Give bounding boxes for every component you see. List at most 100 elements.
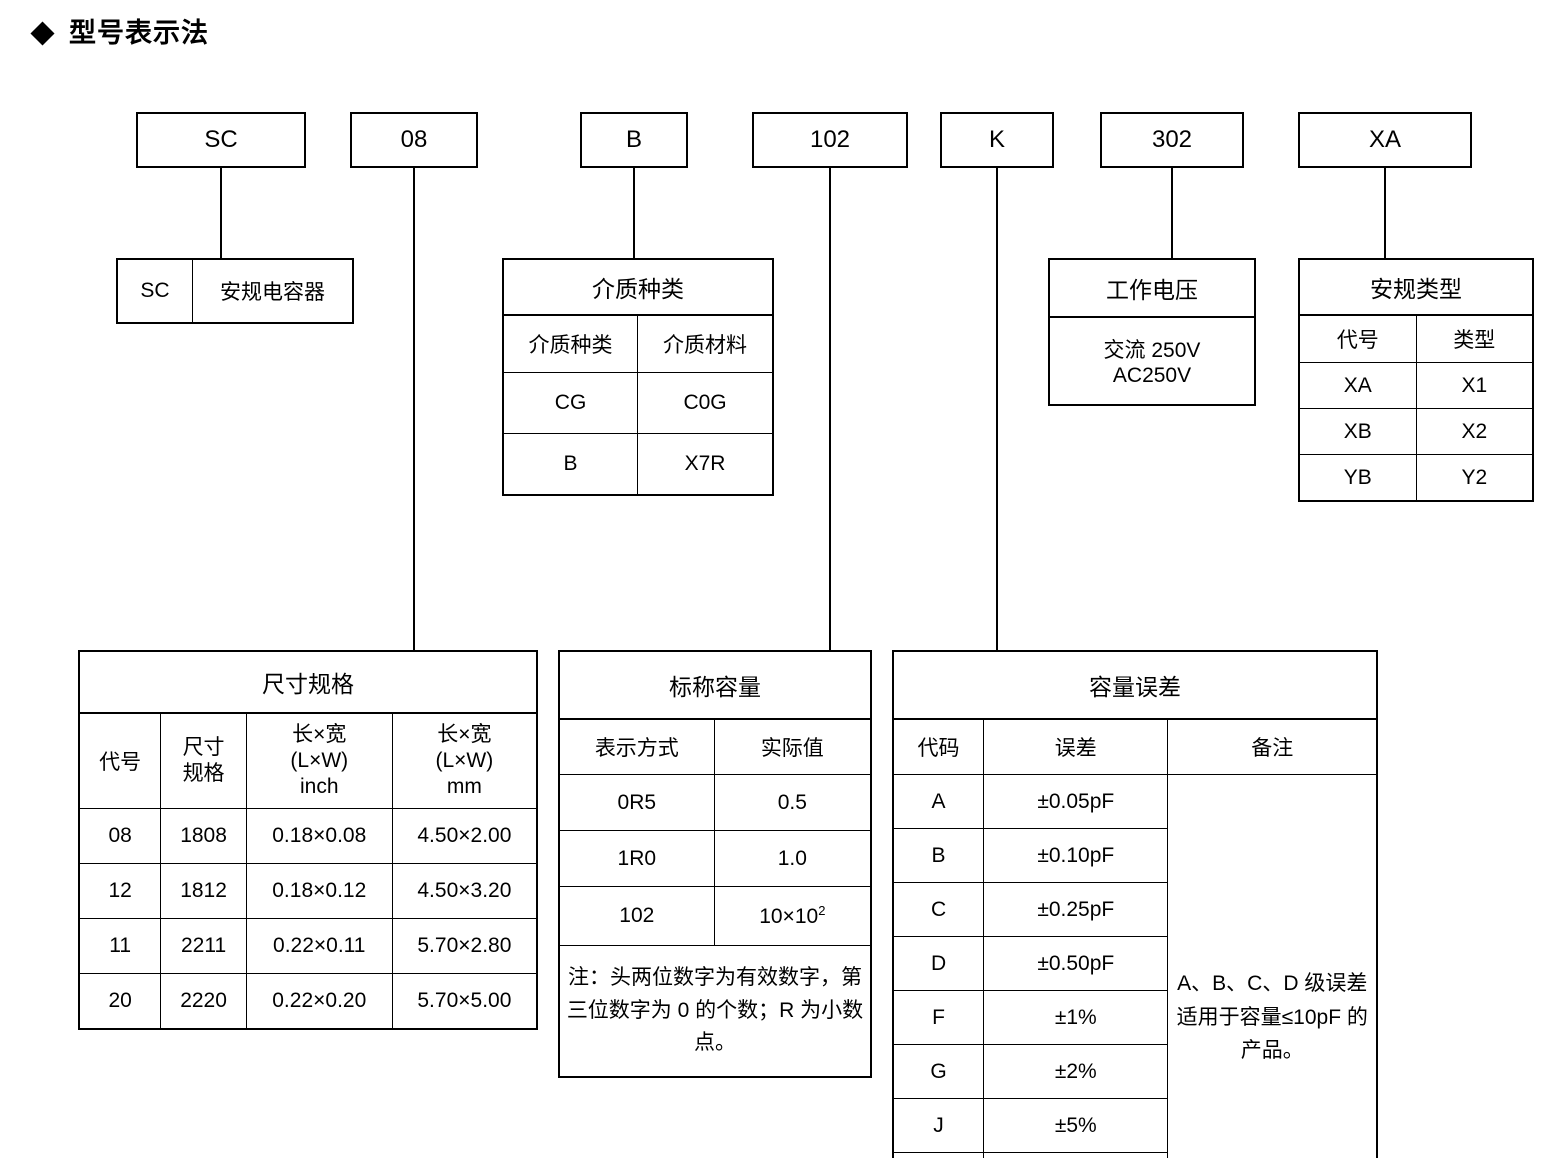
size-cell-code-20: 20 — [78, 973, 162, 1030]
safety-cell-code-xa: XA — [1298, 362, 1417, 409]
table-row: 注：头两位数字为有效数字，第三位数字为 0 的个数；R 为小数点。 — [558, 945, 872, 1078]
size-header-code-l1: 代号 — [99, 751, 142, 774]
tolerance-cell-value-c: ±0.25pF — [983, 882, 1169, 937]
code-box-capacitance: 102 — [752, 112, 908, 168]
table-row: 尺寸规格 — [78, 650, 538, 714]
capacitance-cell-value-1r0: 1.0 — [713, 830, 872, 887]
table-row: 介质种类 — [502, 258, 774, 316]
tolerance-cell-code-d: D — [892, 936, 985, 991]
tolerance-header-code: 代码 — [892, 718, 985, 775]
table-row: 20 2220 0.22×0.20 5.70×5.00 — [78, 973, 538, 1030]
table-row: 08 1808 0.18×0.08 4.50×2.00 — [78, 808, 538, 864]
connector-tolerance — [996, 168, 998, 652]
size-header-mm-l1: 长×宽 — [437, 722, 492, 746]
dielectric-cell-material-x7r: X7R — [637, 433, 774, 496]
capacitance-header-notation: 表示方式 — [558, 718, 715, 775]
table-row: 介质种类 介质材料 — [502, 314, 774, 373]
size-header-mm-l3: mm — [446, 775, 482, 799]
table-row: K ±10% — [892, 1152, 1377, 1158]
tolerance-header-tolerance: 误差 — [983, 718, 1169, 775]
size-cell-mm-20: 5.70×5.00 — [391, 973, 538, 1030]
tolerance-remark: A、B、C、D 级误差适用于容量≤10pF 的产品。 — [1167, 774, 1378, 1158]
tolerance-cell-value-g: ±2% — [983, 1044, 1169, 1099]
dielectric-cell-type-cg: CG — [502, 372, 639, 434]
tolerance-cell-code-b: B — [892, 828, 985, 883]
size-spec-table: 尺寸规格 代号 尺寸 规格 长×宽 (L×W) inch 长×宽 (L×W) m… — [78, 650, 538, 1030]
size-cell-spec-2211: 2211 — [160, 918, 247, 974]
connector-size — [413, 168, 415, 652]
tolerance-cell-code-a: A — [892, 774, 985, 829]
connector-capacitance — [829, 168, 831, 652]
capacitance-header-actual: 实际值 — [713, 718, 872, 775]
table-row: B ±0.10pF — [892, 828, 1377, 883]
code-box-series: SC — [136, 112, 306, 168]
connector-voltage — [1171, 168, 1173, 258]
table-row: D ±0.50pF — [892, 936, 1377, 991]
voltage-value-line2: AC250V — [1112, 364, 1192, 387]
capacitance-note: 注：头两位数字为有效数字，第三位数字为 0 的个数；R 为小数点。 — [558, 945, 872, 1078]
size-cell-inch-12: 0.18×0.12 — [245, 863, 393, 919]
size-cell-mm-12: 4.50×3.20 — [391, 863, 538, 919]
table-row: 代码 误差 备注 — [892, 718, 1378, 775]
table-row: 代号 尺寸 规格 长×宽 (L×W) inch 长×宽 (L×W) mm — [78, 712, 538, 809]
capacitance-value-102-base: 10×10 — [759, 905, 819, 928]
table-row: 安规类型 — [1298, 258, 1534, 316]
size-header-inch-l3: inch — [300, 775, 339, 799]
tolerance-cell-code-c: C — [892, 882, 985, 937]
table-row: 表示方式 实际值 — [558, 718, 872, 775]
size-cell-inch-08: 0.18×0.08 — [245, 808, 393, 864]
size-header-inch-l1: 长×宽 — [292, 722, 347, 746]
size-header-mm-l2: (L×W) — [435, 748, 494, 772]
table-row: 102 10×102 — [558, 886, 872, 946]
size-cell-code-08: 08 — [78, 808, 162, 864]
size-cell-spec-1812: 1812 — [160, 863, 247, 919]
safety-type-table: 安规类型 代号 类型 XA X1 XB X2 YB Y2 — [1298, 258, 1534, 502]
capacitance-table: 标称容量 表示方式 实际值 0R5 0.5 1R0 1.0 102 10×102… — [558, 650, 872, 1078]
capacitance-cell-code-102: 102 — [558, 886, 715, 946]
size-cell-spec-1808: 1808 — [160, 808, 247, 864]
table-row: G ±2% — [892, 1044, 1377, 1099]
safety-header-code: 代号 — [1298, 314, 1417, 363]
safety-cell-code-xb: XB — [1298, 408, 1417, 455]
safety-cell-type-y2: Y2 — [1415, 454, 1534, 502]
tolerance-table-title: 容量误差 — [892, 650, 1378, 720]
size-cell-code-11: 11 — [78, 918, 162, 974]
safety-cell-type-x1: X1 — [1415, 362, 1534, 409]
table-row: 11 2211 0.22×0.11 5.70×2.80 — [78, 918, 538, 974]
voltage-table: 工作电压 交流 250V AC250V — [1048, 258, 1256, 406]
size-cell-code-12: 12 — [78, 863, 162, 919]
dielectric-table-title: 介质种类 — [502, 258, 774, 316]
size-header-inch: 长×宽 (L×W) inch — [245, 712, 393, 809]
table-row: A ±0.05pF A、B、C、D 级误差适用于容量≤10pF 的产品。 — [892, 774, 1378, 1158]
table-row: CG C0G — [502, 372, 774, 434]
dielectric-cell-material-c0g: C0G — [637, 372, 774, 434]
size-header-spec-l2: 规格 — [182, 762, 225, 785]
tolerance-cell-value-k: ±10% — [983, 1152, 1169, 1158]
code-box-safety: XA — [1298, 112, 1472, 168]
series-code-cell: SC — [116, 258, 193, 324]
table-row: XA X1 — [1298, 362, 1534, 409]
page-title: 型号表示法 — [30, 20, 209, 47]
table-row: F ±1% — [892, 990, 1377, 1045]
tolerance-cell-code-k: K — [892, 1152, 985, 1158]
table-row: 12 1812 0.18×0.12 4.50×3.20 — [78, 863, 538, 919]
size-header-inch-l2: (L×W) — [290, 748, 349, 772]
code-box-size: 08 — [350, 112, 478, 168]
capacitance-value-102-exponent: 2 — [818, 903, 826, 918]
size-table-title: 尺寸规格 — [78, 650, 538, 714]
table-row: YB Y2 — [1298, 454, 1534, 502]
table-row: C ±0.25pF — [892, 882, 1377, 937]
safety-cell-type-x2: X2 — [1415, 408, 1534, 455]
size-cell-inch-11: 0.22×0.11 — [245, 918, 393, 974]
series-description-table: SC 安规电容器 — [116, 258, 354, 324]
dielectric-header-material: 介质材料 — [637, 314, 774, 373]
size-cell-mm-11: 5.70×2.80 — [391, 918, 538, 974]
capacitance-cell-value-0r5: 0.5 — [713, 774, 872, 831]
safety-header-type: 类型 — [1415, 314, 1534, 363]
table-row: 0R5 0.5 — [558, 774, 872, 831]
size-header-mm: 长×宽 (L×W) mm — [391, 712, 538, 809]
size-header-spec: 尺寸 规格 — [160, 712, 247, 809]
table-row: B X7R — [502, 433, 774, 496]
tolerance-cell-code-f: F — [892, 990, 985, 1045]
code-box-voltage: 302 — [1100, 112, 1244, 168]
